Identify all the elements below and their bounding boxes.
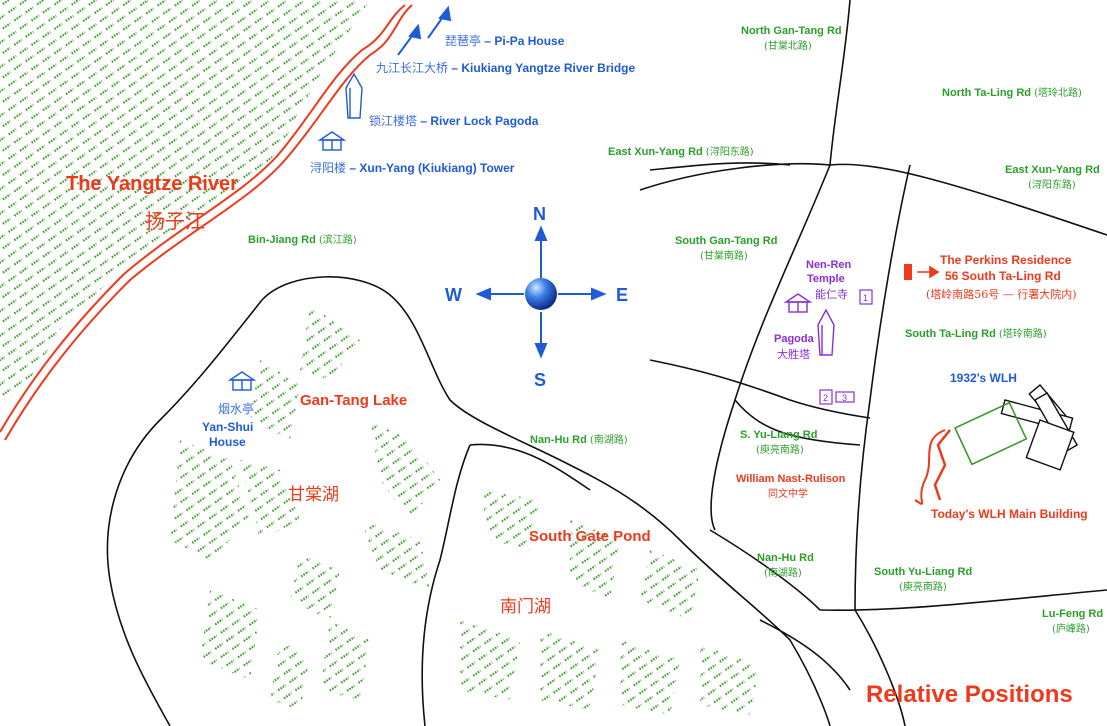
yanshui-label-en2: House bbox=[209, 435, 246, 449]
numbered-boxes bbox=[819, 289, 873, 405]
box-1-label: 1 bbox=[863, 293, 868, 303]
school-label-zh: 同文中学 bbox=[768, 487, 808, 500]
road-lufeng-zh: (庐峰路) bbox=[1052, 622, 1090, 635]
todays-wlh-marker bbox=[933, 429, 951, 501]
nenren-label-en1: Nen-Ren bbox=[806, 259, 852, 271]
north-arrows-icon bbox=[397, 5, 452, 56]
compass-e: E bbox=[616, 285, 628, 305]
river-label-en: The Yangtze River bbox=[66, 173, 238, 195]
river-lock-pagoda-label: 锁江楼塔 – River Lock Pagoda bbox=[369, 113, 539, 128]
road-south-gantang-en: South Gan-Tang Rd bbox=[675, 235, 777, 247]
road-east-xunyang-2-en: East Xun-Yang Rd bbox=[1005, 164, 1100, 176]
perkins-label-1: The Perkins Residence bbox=[940, 253, 1072, 267]
lake2-label-en: South Gate Pond bbox=[529, 528, 651, 545]
road-south-yuliang-zh: (庾亮南路) bbox=[899, 580, 947, 593]
road-north-gantang-zh: (甘棠北路) bbox=[764, 39, 812, 52]
road-east-xunyang-1: East Xun-Yang Rd (浔阳东路) bbox=[608, 145, 754, 158]
river-label-zh: 扬子江 bbox=[145, 209, 205, 233]
tower-icon bbox=[317, 131, 347, 151]
pagoda-icon bbox=[345, 72, 363, 119]
compass-center-ball bbox=[525, 278, 557, 310]
perkins-arrow-icon bbox=[917, 265, 940, 279]
road-s-yuliang-en: S. Yu-Liang Rd bbox=[740, 429, 817, 441]
road-s-yuliang-zh: (庾亮南路) bbox=[756, 443, 804, 456]
yanshui-label-en1: Yan-Shui bbox=[202, 420, 253, 434]
temple-icon bbox=[783, 293, 813, 313]
pagoda-label-zh: 大胜塔 bbox=[777, 347, 810, 361]
lake2-label-zh: 南门湖 bbox=[500, 597, 551, 617]
wlh-1932-label: 1932's WLH bbox=[950, 371, 1017, 385]
yangtze-river-bank bbox=[0, 4, 413, 441]
todays-wlh-outline bbox=[914, 429, 946, 505]
road-east-xunyang-2-zh: (浔阳东路) bbox=[1028, 178, 1076, 191]
perkins-label-zh: (塔岭南路56号 — 行署大院内) bbox=[926, 287, 1077, 301]
pavilion-icon bbox=[227, 371, 257, 391]
perkins-marker bbox=[904, 264, 912, 280]
pagoda-purple-icon bbox=[817, 308, 835, 356]
pipa-label: 琵琶亭 – Pi-Pa House bbox=[445, 33, 565, 48]
bridge-label: 九江长江大桥 – Kiukiang Yangtze River Bridge bbox=[376, 61, 636, 75]
road-nanhu-1: Nan-Hu Rd (南湖路) bbox=[530, 433, 628, 446]
yanshui-label-zh: 烟水亭 bbox=[218, 401, 254, 416]
nenren-label-en2: Temple bbox=[807, 273, 845, 285]
compass-rose bbox=[475, 225, 607, 359]
road-south-taling: South Ta-Ling Rd (塔玲南路) bbox=[905, 327, 1047, 340]
wlh-1932-building-icon bbox=[1000, 384, 1079, 471]
pagoda-label-en: Pagoda bbox=[774, 333, 815, 345]
lake1-label-zh: 甘棠湖 bbox=[288, 485, 339, 505]
todays-wlh-green-building bbox=[953, 401, 1028, 466]
nenren-label-zh: 能仁寺 bbox=[815, 287, 848, 301]
road-binjiang: Bin-Jiang Rd (滨江路) bbox=[248, 233, 357, 246]
box-2-label: 2 bbox=[823, 393, 828, 403]
road-nanhu-2-zh: (南湖路) bbox=[764, 566, 802, 579]
box-3-label: 3 bbox=[842, 393, 847, 403]
compass-w: W bbox=[445, 285, 462, 305]
road-north-gantang-en: North Gan-Tang Rd bbox=[741, 25, 842, 37]
school-label-en: William Nast-Rulison bbox=[736, 473, 846, 485]
forest-west-bank bbox=[0, 0, 370, 400]
road-lufeng-en: Lu-Feng Rd bbox=[1042, 608, 1103, 620]
compass-s: S bbox=[534, 370, 546, 390]
road-nanhu-2-en: Nan-Hu Rd bbox=[757, 552, 814, 564]
road-north-taling: North Ta-Ling Rd (塔玲北路) bbox=[942, 86, 1082, 99]
road-south-yuliang-en: South Yu-Liang Rd bbox=[874, 566, 972, 578]
road-south-gantang-zh: (甘棠南路) bbox=[700, 249, 748, 262]
todays-wlh-label: Today's WLH Main Building bbox=[931, 507, 1088, 521]
road-network bbox=[639, 0, 1107, 726]
xunyang-tower-label: 浔阳楼 – Xun-Yang (Kiukiang) Tower bbox=[310, 160, 515, 175]
map-title: Relative Positions bbox=[866, 681, 1073, 708]
forest-gantang bbox=[170, 305, 440, 710]
lake1-label-en: Gan-Tang Lake bbox=[300, 392, 407, 409]
compass-n: N bbox=[533, 204, 546, 224]
forest-south-gate bbox=[460, 490, 760, 715]
perkins-label-2: 56 South Ta-Ling Rd bbox=[945, 269, 1061, 283]
